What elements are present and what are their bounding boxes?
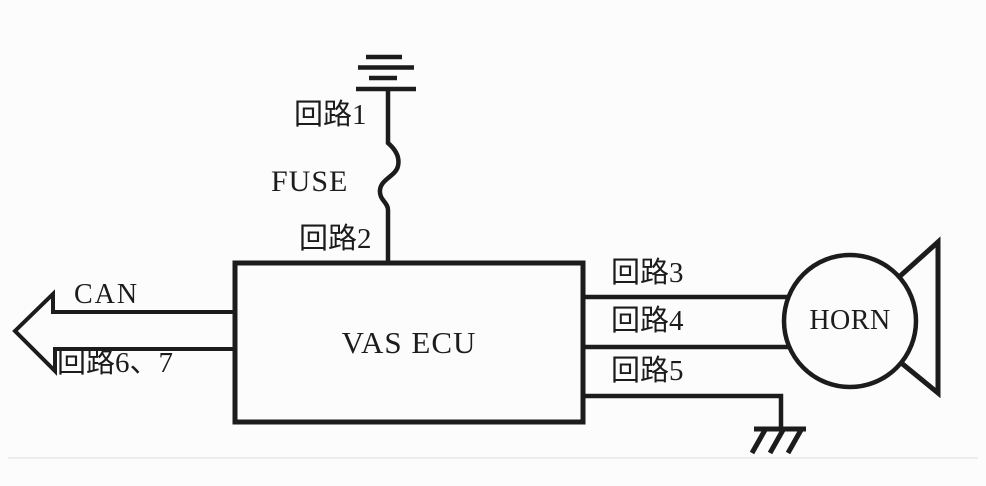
ground-hatch-2 <box>767 428 786 455</box>
chassis-ground-icon <box>749 426 806 455</box>
power-supply-icon <box>356 54 416 92</box>
horn-label-container: HORN <box>784 255 916 387</box>
vas-ecu-label: VAS ECU <box>341 325 477 360</box>
circuit2-label: 回路2 <box>299 223 372 255</box>
horn-label: HORN <box>809 305 891 336</box>
vas-ecu-label-container: VAS ECU <box>235 263 583 422</box>
circuit5-wire <box>583 393 784 429</box>
ground-hatch-1 <box>749 428 768 455</box>
vas-ecu-box <box>232 260 586 425</box>
fuse-symbol <box>377 89 401 264</box>
fuse-label: FUSE <box>271 165 349 198</box>
circuit4-label: 回路4 <box>611 305 684 337</box>
horn-circle <box>781 252 919 390</box>
circuit5-label: 回路5 <box>611 355 684 387</box>
can-arrow-icon <box>12 289 235 376</box>
circuit1-label: 回路1 <box>294 99 367 131</box>
can-label: CAN <box>74 279 140 310</box>
ground-hatch-3 <box>785 428 804 455</box>
circuit3-label: 回路3 <box>611 257 684 289</box>
circuit67-label: 回路6、7 <box>57 347 174 379</box>
